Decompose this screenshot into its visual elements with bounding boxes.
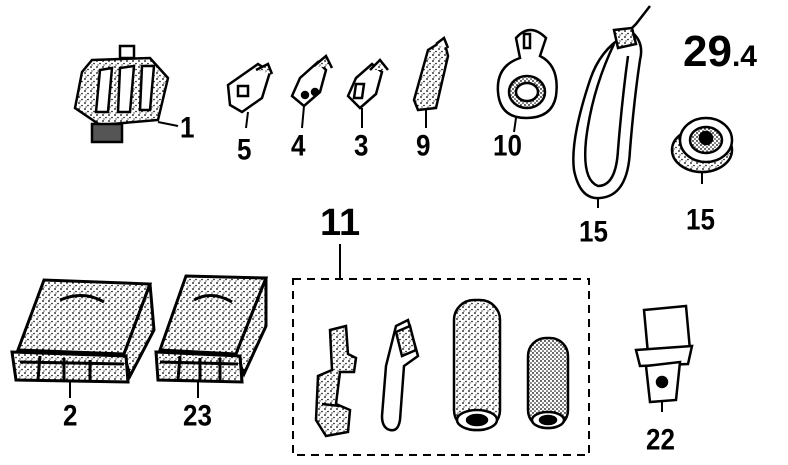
part-5-number: 5 — [237, 131, 252, 167]
part-15b-number: 15 — [686, 201, 715, 237]
part-4-drawing — [290, 54, 334, 129]
part-1-number: 1 — [180, 109, 195, 145]
part-10-number: 10 — [493, 127, 522, 163]
part-3-drawing — [346, 58, 389, 128]
part-9-drawing — [412, 36, 450, 128]
group-11-label: 11 — [320, 202, 361, 244]
group-11-bracket — [292, 244, 590, 456]
group-11-terminal-a — [314, 324, 358, 438]
group-11-sleeve-long — [452, 298, 502, 432]
part-15a-drawing — [572, 5, 651, 208]
part-10-drawing — [496, 28, 558, 133]
part-2-drawing — [10, 278, 156, 398]
group-11-terminal-b — [380, 318, 420, 432]
part-4-number: 4 — [291, 127, 306, 163]
part-23-number: 23 — [183, 397, 212, 433]
part-15b-drawing — [670, 116, 734, 184]
part-22-number: 22 — [646, 421, 675, 457]
part-9-number: 9 — [416, 127, 431, 163]
group-11-sleeve-short — [526, 336, 570, 430]
page-reference-sub: .4 — [731, 40, 757, 73]
page-reference-main: 29 — [683, 27, 732, 76]
part-5-drawing — [226, 62, 274, 129]
part-3-number: 3 — [354, 127, 369, 163]
part-23-drawing — [154, 274, 269, 398]
part-2-number: 2 — [63, 397, 78, 433]
page-reference: 29.4 — [683, 30, 757, 74]
part-1-drawing — [73, 44, 179, 144]
part-22-drawing — [634, 304, 694, 412]
part-15a-number: 15 — [579, 213, 608, 249]
